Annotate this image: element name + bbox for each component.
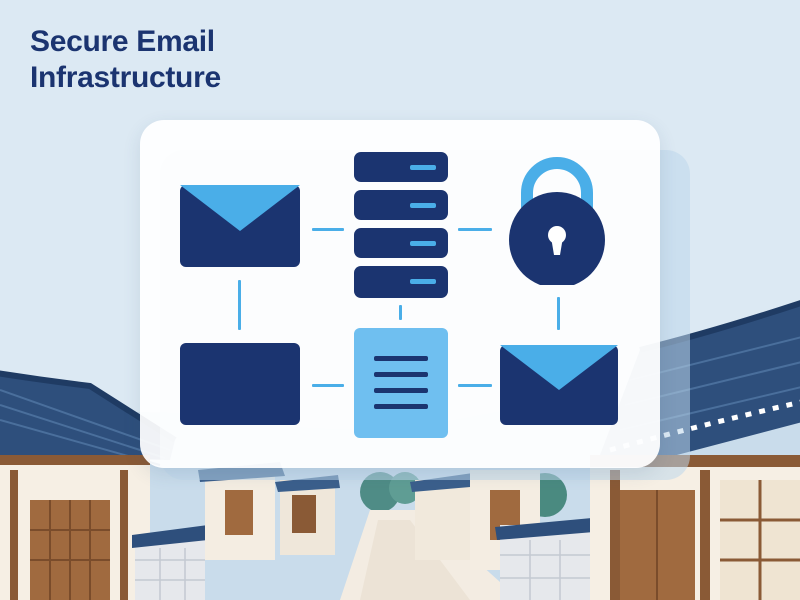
connector-envelope-server xyxy=(312,228,344,231)
page-title: Secure Email Infrastructure xyxy=(30,24,221,96)
envelope-icon xyxy=(180,185,300,267)
connector-document-envelope xyxy=(458,384,492,387)
connector-server-lock xyxy=(458,228,492,231)
document-icon xyxy=(354,328,448,438)
title-line-2: Infrastructure xyxy=(30,61,221,94)
connector-envelope-window xyxy=(238,280,241,330)
lock-icon xyxy=(507,155,607,285)
connector-window-document xyxy=(312,384,344,387)
envelope-icon xyxy=(500,345,618,425)
connector-lock-envelope xyxy=(557,297,560,330)
title-line-1: Secure Email xyxy=(30,25,215,58)
window-icon xyxy=(180,343,300,425)
server-icon xyxy=(354,152,448,298)
connector-server-document xyxy=(399,305,402,320)
